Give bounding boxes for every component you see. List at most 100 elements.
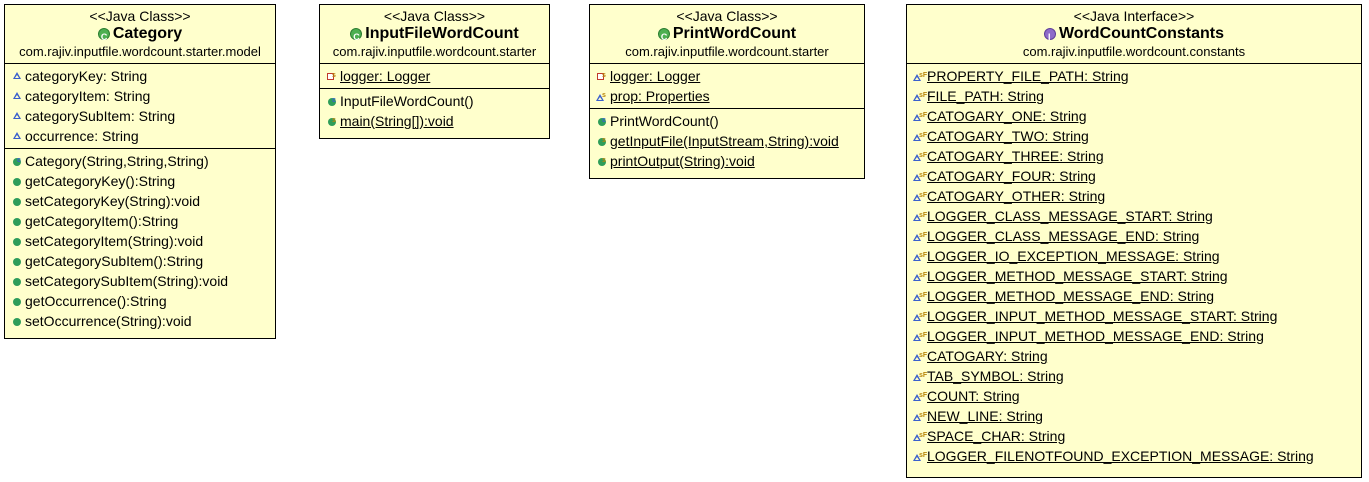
field-label: categoryKey: String: [25, 68, 148, 84]
field-label: LOGGER_METHOD_MESSAGE_START: String: [927, 268, 1228, 284]
field-row[interactable]: occurrence: String: [5, 126, 275, 146]
method-label: setCategoryKey(String):void: [25, 193, 201, 209]
method-row[interactable]: setCategoryItem(String):void: [5, 231, 275, 251]
constructor-icon: c: [596, 115, 608, 127]
package-static-field-icon: s: [596, 90, 608, 102]
method-row[interactable]: getCategoryKey():String: [5, 171, 275, 191]
class-title: WordCountConstants: [907, 24, 1361, 47]
static-final-field-icon: sF: [913, 410, 927, 422]
method-label: setCategorySubItem(String):void: [25, 273, 229, 289]
static-final-field-icon: sF: [913, 110, 927, 122]
method-label: getOccurrence():String: [25, 293, 167, 309]
public-method-icon: [11, 235, 23, 247]
static-final-field-icon: sF: [913, 430, 927, 442]
package-field-icon: [11, 90, 23, 102]
field-label: categorySubItem: String: [25, 108, 176, 124]
static-final-field-icon: sF: [913, 370, 927, 382]
field-label: CATOGARY_OTHER: String: [927, 188, 1106, 204]
field-row[interactable]: categoryItem: String: [5, 86, 275, 106]
interface-icon: [1043, 27, 1056, 47]
class-name: Category: [112, 25, 183, 42]
field-label: PROPERTY_FILE_PATH: String: [927, 68, 1129, 84]
class-title: PrintWordCount: [590, 24, 864, 47]
method-row[interactable]: setCategoryKey(String):void: [5, 191, 275, 211]
static-final-field-icon: sF: [913, 130, 927, 142]
field-label: CATOGARY_TWO: String: [927, 128, 1089, 144]
static-final-field-icon: sF: [913, 250, 927, 262]
public-method-icon: [11, 275, 23, 287]
class-icon: [350, 27, 363, 47]
class-box-inputfilewordcount[interactable]: <<Java Class>> InputFileWordCount com.ra…: [319, 4, 550, 139]
method-label: PrintWordCount(): [610, 113, 719, 129]
field-label: NEW_LINE: String: [927, 408, 1043, 424]
package-label: com.rajiv.inputfile.wordcount.constants: [1022, 44, 1246, 59]
method-label: getCategoryItem():String: [25, 213, 179, 229]
method-row[interactable]: getCategoryItem():String: [5, 211, 275, 231]
method-label: getInputFile(InputStream,String):void: [610, 133, 839, 149]
class-name: InputFileWordCount: [365, 25, 519, 42]
static-final-field-icon: sF: [913, 350, 927, 362]
field-row[interactable]: categoryKey: String: [5, 66, 275, 86]
field-label: LOGGER_INPUT_METHOD_MESSAGE_START: Strin…: [927, 308, 1278, 324]
method-label: main(String[]):void: [340, 113, 454, 129]
method-row[interactable]: setOccurrence(String):void: [5, 311, 275, 331]
interface-box-wordcountconstants[interactable]: <<Java Interface>> WordCountConstants co…: [906, 4, 1362, 478]
static-final-field-icon: sF: [913, 450, 927, 462]
method-label: getCategoryKey():String: [25, 173, 176, 189]
method-label: Category(String,String,String): [25, 153, 209, 169]
method-row[interactable]: getCategorySubItem():String: [5, 251, 275, 271]
field-label: prop: Properties: [610, 88, 710, 104]
private-static-field-icon: s: [596, 70, 608, 82]
public-static-method-icon: s: [596, 155, 608, 167]
package-field-icon: [11, 70, 23, 82]
class-box-printwordcount[interactable]: <<Java Class>> PrintWordCount com.rajiv.…: [589, 4, 865, 179]
static-final-field-icon: sF: [913, 70, 927, 82]
stereotype-label: <<Java Class>>: [89, 8, 191, 24]
package-field-icon: [11, 130, 23, 142]
field-label: logger: Logger: [340, 68, 431, 84]
class-header: <<Java Interface>> WordCountConstants co…: [907, 5, 1361, 64]
field-label: categoryItem: String: [25, 88, 151, 104]
static-final-field-icon: sF: [913, 270, 927, 282]
method-row[interactable]: setCategorySubItem(String):void: [5, 271, 275, 291]
class-name: PrintWordCount: [672, 25, 797, 42]
method-row[interactable]: getOccurrence():String: [5, 291, 275, 311]
public-method-icon: [11, 175, 23, 187]
class-box-category[interactable]: <<Java Class>> Category com.rajiv.inputf…: [4, 4, 276, 339]
public-method-icon: [11, 255, 23, 267]
field-row[interactable]: categorySubItem: String: [5, 106, 275, 126]
public-method-icon: [11, 295, 23, 307]
stereotype-label: <<Java Class>>: [676, 8, 778, 24]
